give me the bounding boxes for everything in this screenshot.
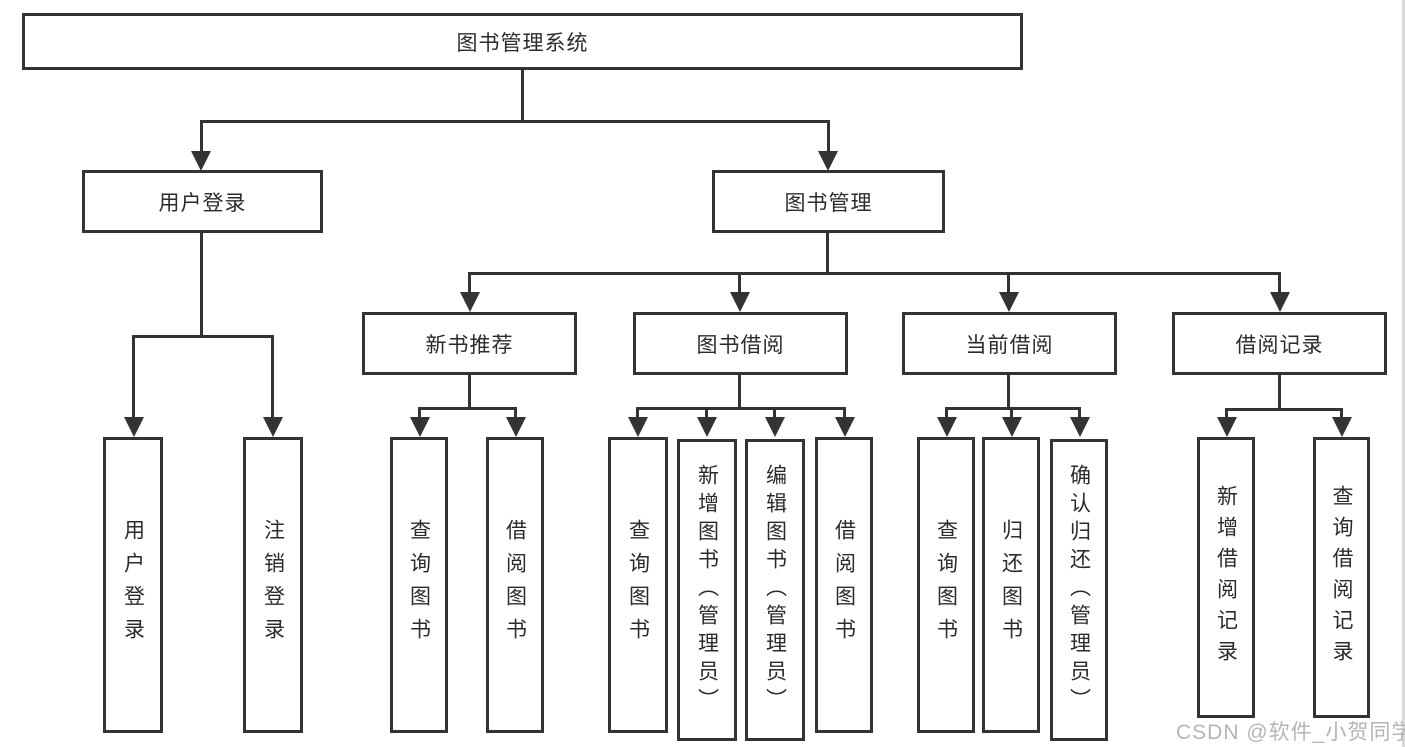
connector-line — [1010, 407, 1013, 421]
node-borrow-record-label: 借阅记录 — [1235, 333, 1324, 357]
connector-arrowhead-icon — [1332, 417, 1352, 437]
leaf-edit-book-admin-label: 编辑图书（管理员） — [763, 464, 787, 716]
connector-line — [418, 407, 517, 410]
leaf-query-book-current: 查询图书 — [917, 437, 975, 733]
connector-line — [1225, 408, 1228, 421]
node-book-borrow-label: 图书借阅 — [696, 333, 785, 357]
connector-line — [738, 375, 741, 407]
node-book-management-label: 图书管理 — [784, 191, 873, 215]
node-new-book-recommend-label: 新书推荐 — [425, 333, 514, 357]
node-book-borrow: 图书借阅 — [633, 312, 848, 375]
connector-line — [945, 407, 1081, 410]
node-user-login-label: 用户登录 — [158, 191, 247, 215]
connector-line — [636, 407, 639, 421]
connector-arrowhead-icon — [1002, 417, 1022, 437]
leaf-query-book-borrow-label: 查询图书 — [626, 519, 650, 651]
leaf-borrow-book-label: 借阅图书 — [832, 519, 856, 651]
leaf-return-book-label: 归还图书 — [999, 519, 1023, 651]
connector-line — [1007, 272, 1010, 294]
connector-arrowhead-icon — [460, 292, 480, 312]
leaf-borrow-book-recommend-label: 借阅图书 — [503, 519, 527, 651]
connector-line — [132, 335, 135, 419]
connector-arrowhead-icon — [999, 292, 1019, 312]
connector-line — [1278, 272, 1281, 294]
leaf-query-book-borrow: 查询图书 — [608, 437, 668, 733]
leaf-add-borrow-record-label: 新增借阅记录 — [1214, 484, 1238, 671]
leaf-query-book-recommend-label: 查询图书 — [407, 519, 431, 651]
connector-line — [468, 272, 471, 294]
leaf-user-login-label: 用户登录 — [121, 519, 145, 651]
connector-arrowhead-icon — [765, 417, 785, 437]
leaf-confirm-return-admin-label: 确认归还（管理员） — [1067, 464, 1091, 716]
connector-arrowhead-icon — [730, 292, 750, 312]
leaf-logout-label: 注销登录 — [261, 519, 285, 651]
connector-line — [200, 120, 203, 156]
connector-line — [1007, 375, 1010, 407]
leaf-borrow-book-recommend: 借阅图书 — [486, 437, 544, 733]
connector-line — [826, 233, 829, 272]
leaf-confirm-return-admin: 确认归还（管理员） — [1050, 439, 1108, 741]
leaf-query-book-current-label: 查询图书 — [934, 519, 958, 651]
connector-arrowhead-icon — [1070, 417, 1090, 437]
connector-arrowhead-icon — [506, 417, 526, 437]
node-root-label: 图书管理系统 — [456, 31, 589, 55]
connector-line — [271, 335, 274, 419]
leaf-user-login: 用户登录 — [103, 437, 163, 733]
node-current-borrow-label: 当前借阅 — [965, 333, 1054, 357]
connector-arrowhead-icon — [628, 417, 648, 437]
connector-line — [705, 407, 708, 421]
connector-line — [945, 407, 948, 421]
screenshot-right-edge — [1402, 0, 1405, 747]
connector-line — [200, 120, 830, 123]
connector-arrowhead-icon — [1270, 292, 1290, 312]
connector-line — [521, 70, 524, 120]
connector-line — [738, 272, 741, 294]
node-root: 图书管理系统 — [22, 13, 1023, 70]
connector-arrowhead-icon — [937, 417, 957, 437]
watermark: CSDN @软件_小贺同学 — [1176, 721, 1405, 744]
connector-line — [469, 272, 1281, 275]
leaf-query-borrow-record: 查询借阅记录 — [1313, 437, 1370, 718]
connector-arrowhead-icon — [818, 151, 838, 171]
connector-arrowhead-icon — [697, 417, 717, 437]
leaf-add-borrow-record: 新增借阅记录 — [1197, 437, 1255, 718]
node-current-borrow: 当前借阅 — [902, 312, 1117, 375]
connector-arrowhead-icon — [1217, 417, 1237, 437]
leaf-add-book-admin-label: 新增图书（管理员） — [695, 464, 719, 716]
leaf-edit-book-admin: 编辑图书（管理员） — [745, 439, 805, 741]
connector-arrowhead-icon — [124, 417, 144, 437]
leaf-query-borrow-record-label: 查询借阅记录 — [1330, 484, 1353, 671]
connector-line — [1078, 407, 1081, 421]
connector-line — [200, 233, 203, 335]
leaf-query-book-recommend: 查询图书 — [390, 437, 448, 733]
connector-line — [514, 407, 517, 421]
connector-line — [132, 335, 274, 338]
connector-arrowhead-icon — [191, 151, 211, 171]
leaf-borrow-book: 借阅图书 — [815, 437, 873, 733]
node-book-management: 图书管理 — [712, 170, 945, 233]
leaf-add-book-admin: 新增图书（管理员） — [677, 439, 737, 741]
connector-line — [468, 375, 471, 407]
connector-line — [843, 407, 846, 421]
connector-line — [418, 407, 421, 421]
connector-line — [1278, 375, 1281, 408]
connector-line — [636, 407, 846, 410]
connector-line — [827, 120, 830, 156]
connector-arrowhead-icon — [835, 417, 855, 437]
connector-arrowhead-icon — [263, 417, 283, 437]
connector-line — [1340, 408, 1343, 421]
leaf-return-book: 归还图书 — [982, 437, 1040, 733]
connector-line — [1225, 408, 1343, 411]
connector-line — [773, 407, 776, 421]
node-borrow-record: 借阅记录 — [1172, 312, 1387, 375]
leaf-logout: 注销登录 — [243, 437, 303, 733]
node-new-book-recommend: 新书推荐 — [362, 312, 577, 375]
connector-arrowhead-icon — [410, 417, 430, 437]
node-user-login: 用户登录 — [82, 170, 323, 233]
